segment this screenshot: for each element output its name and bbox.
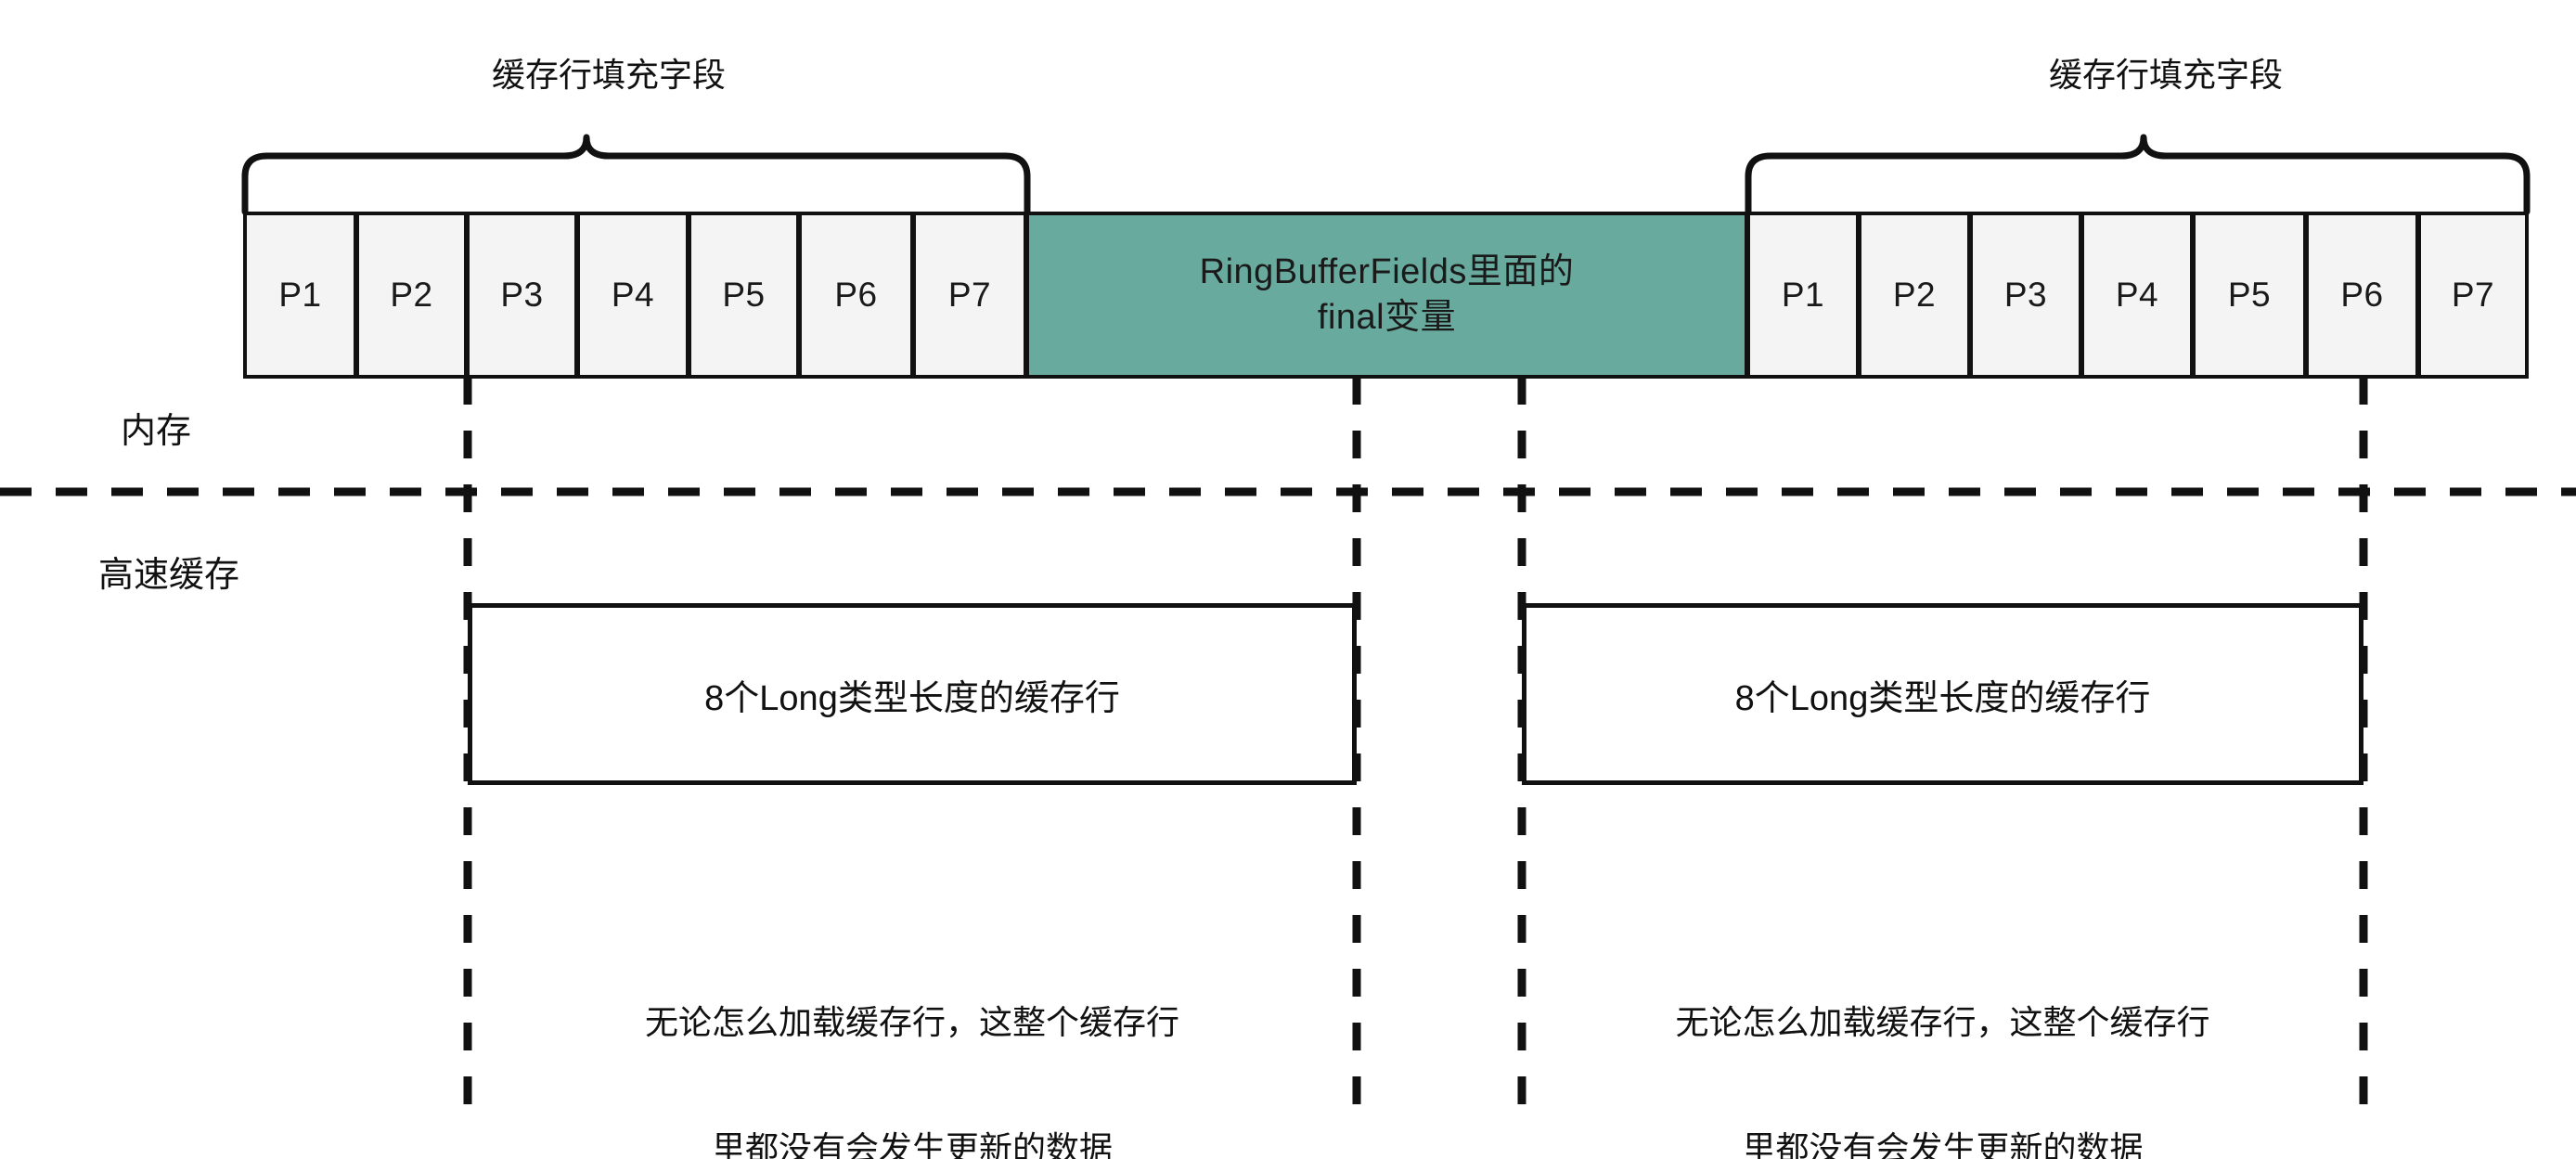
padding-cell-left-4: P4 <box>578 212 689 379</box>
padding-cell-left-5: P5 <box>689 212 800 379</box>
cache-line-box-right: 8个Long类型长度的缓存行 <box>1522 603 2363 785</box>
padding-cell-right-7: P7 <box>2419 212 2529 379</box>
ringbufferfields-line-1: RingBufferFields里面的 <box>1199 252 1575 292</box>
padding-cell-right-1: P1 <box>1748 212 1860 379</box>
padding-cell-right-6: P6 <box>2307 212 2419 379</box>
cache-label: 高速缓存 <box>98 556 240 595</box>
padding-cell-left-3: P3 <box>468 212 578 379</box>
left-brace-caption: 缓存行填充字段 <box>492 56 727 94</box>
cache-line-note-right-line-2: 里都没有会发生更新的数据 <box>1742 1128 2144 1159</box>
cache-line-note-left: 无论怎么加载缓存行，这整个缓存行 里都没有会发生更新的数据 <box>468 917 1357 1159</box>
cache-line-note-left-line-2: 里都没有会发生更新的数据 <box>711 1128 1113 1159</box>
cache-line-box-left: 8个Long类型长度的缓存行 <box>468 603 1357 785</box>
padding-cell-right-5: P5 <box>2194 212 2307 379</box>
right-brace-caption: 缓存行填充字段 <box>2049 56 2284 94</box>
padding-cell-left-2: P2 <box>357 212 468 379</box>
padding-cell-right-4: P4 <box>2082 212 2194 379</box>
padding-cell-left-6: P6 <box>800 212 914 379</box>
cache-line-note-left-line-1: 无论怎么加载缓存行，这整个缓存行 <box>644 1002 1179 1041</box>
memory-label: 内存 <box>121 412 192 451</box>
padding-cell-left-7: P7 <box>914 212 1027 379</box>
left-brace <box>241 134 1031 215</box>
ringbufferfields-data-cell: RingBufferFields里面的 final变量 <box>1027 212 1748 379</box>
cache-line-note-right: 无论怎么加载缓存行，这整个缓存行 里都没有会发生更新的数据 <box>1522 917 2363 1159</box>
ringbufferfields-line-2: final变量 <box>1317 298 1457 337</box>
right-brace <box>1745 134 2531 215</box>
padding-cell-left-1: P1 <box>243 212 357 379</box>
padding-cell-right-3: P3 <box>1971 212 2082 379</box>
cache-line-note-right-line-1: 无论怎么加载缓存行，这整个缓存行 <box>1675 1002 2210 1041</box>
padding-cell-right-2: P2 <box>1860 212 1971 379</box>
